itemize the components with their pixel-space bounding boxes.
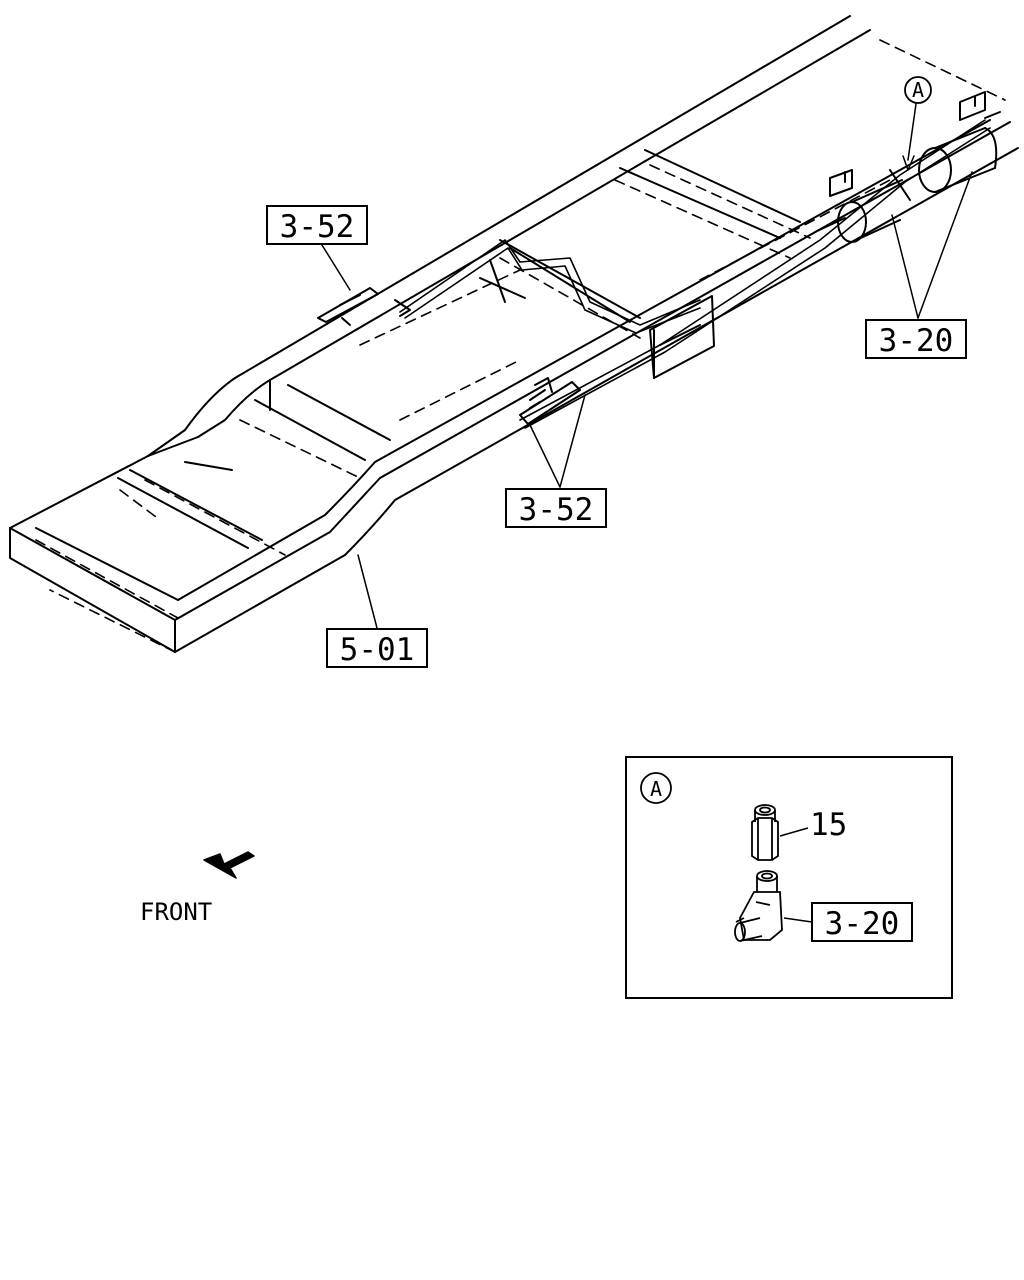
detail-view-a: A 15 3-20 [625, 756, 953, 999]
callout-3-52-lower: 3-52 [505, 488, 607, 528]
detail-reference-letter: A [912, 78, 924, 102]
elbow-callout-label: 3-20 [825, 906, 900, 942]
detail-reference-marker: A [904, 76, 932, 104]
callout-5-01: 5-01 [326, 628, 428, 668]
leader-lines [321, 103, 973, 629]
chassis-frame [9, 15, 1019, 653]
front-arrow-icon [203, 851, 255, 879]
adapter-part-number: 15 [810, 807, 847, 843]
callout-3-52-upper: 3-52 [266, 205, 368, 245]
callout-label: 3-52 [280, 209, 355, 245]
pipe-clip-upper [317, 287, 411, 326]
detail-view-label: A [650, 777, 662, 801]
air-tank-front [814, 169, 911, 243]
callout-label: 5-01 [340, 632, 415, 668]
callout-label: 3-52 [519, 492, 594, 528]
callout-label: 3-20 [879, 323, 954, 359]
bracket-plate [649, 295, 715, 379]
elbow-fitting [734, 870, 783, 942]
brake-pipe [399, 119, 991, 429]
front-direction-indicator: FRONT [140, 851, 255, 926]
callout-3-20-rear: 3-20 [865, 319, 967, 359]
hex-adapter [751, 804, 779, 861]
pipe-clip-lower [519, 377, 581, 425]
front-label: FRONT [140, 898, 212, 926]
air-tank-rear [918, 91, 1001, 193]
